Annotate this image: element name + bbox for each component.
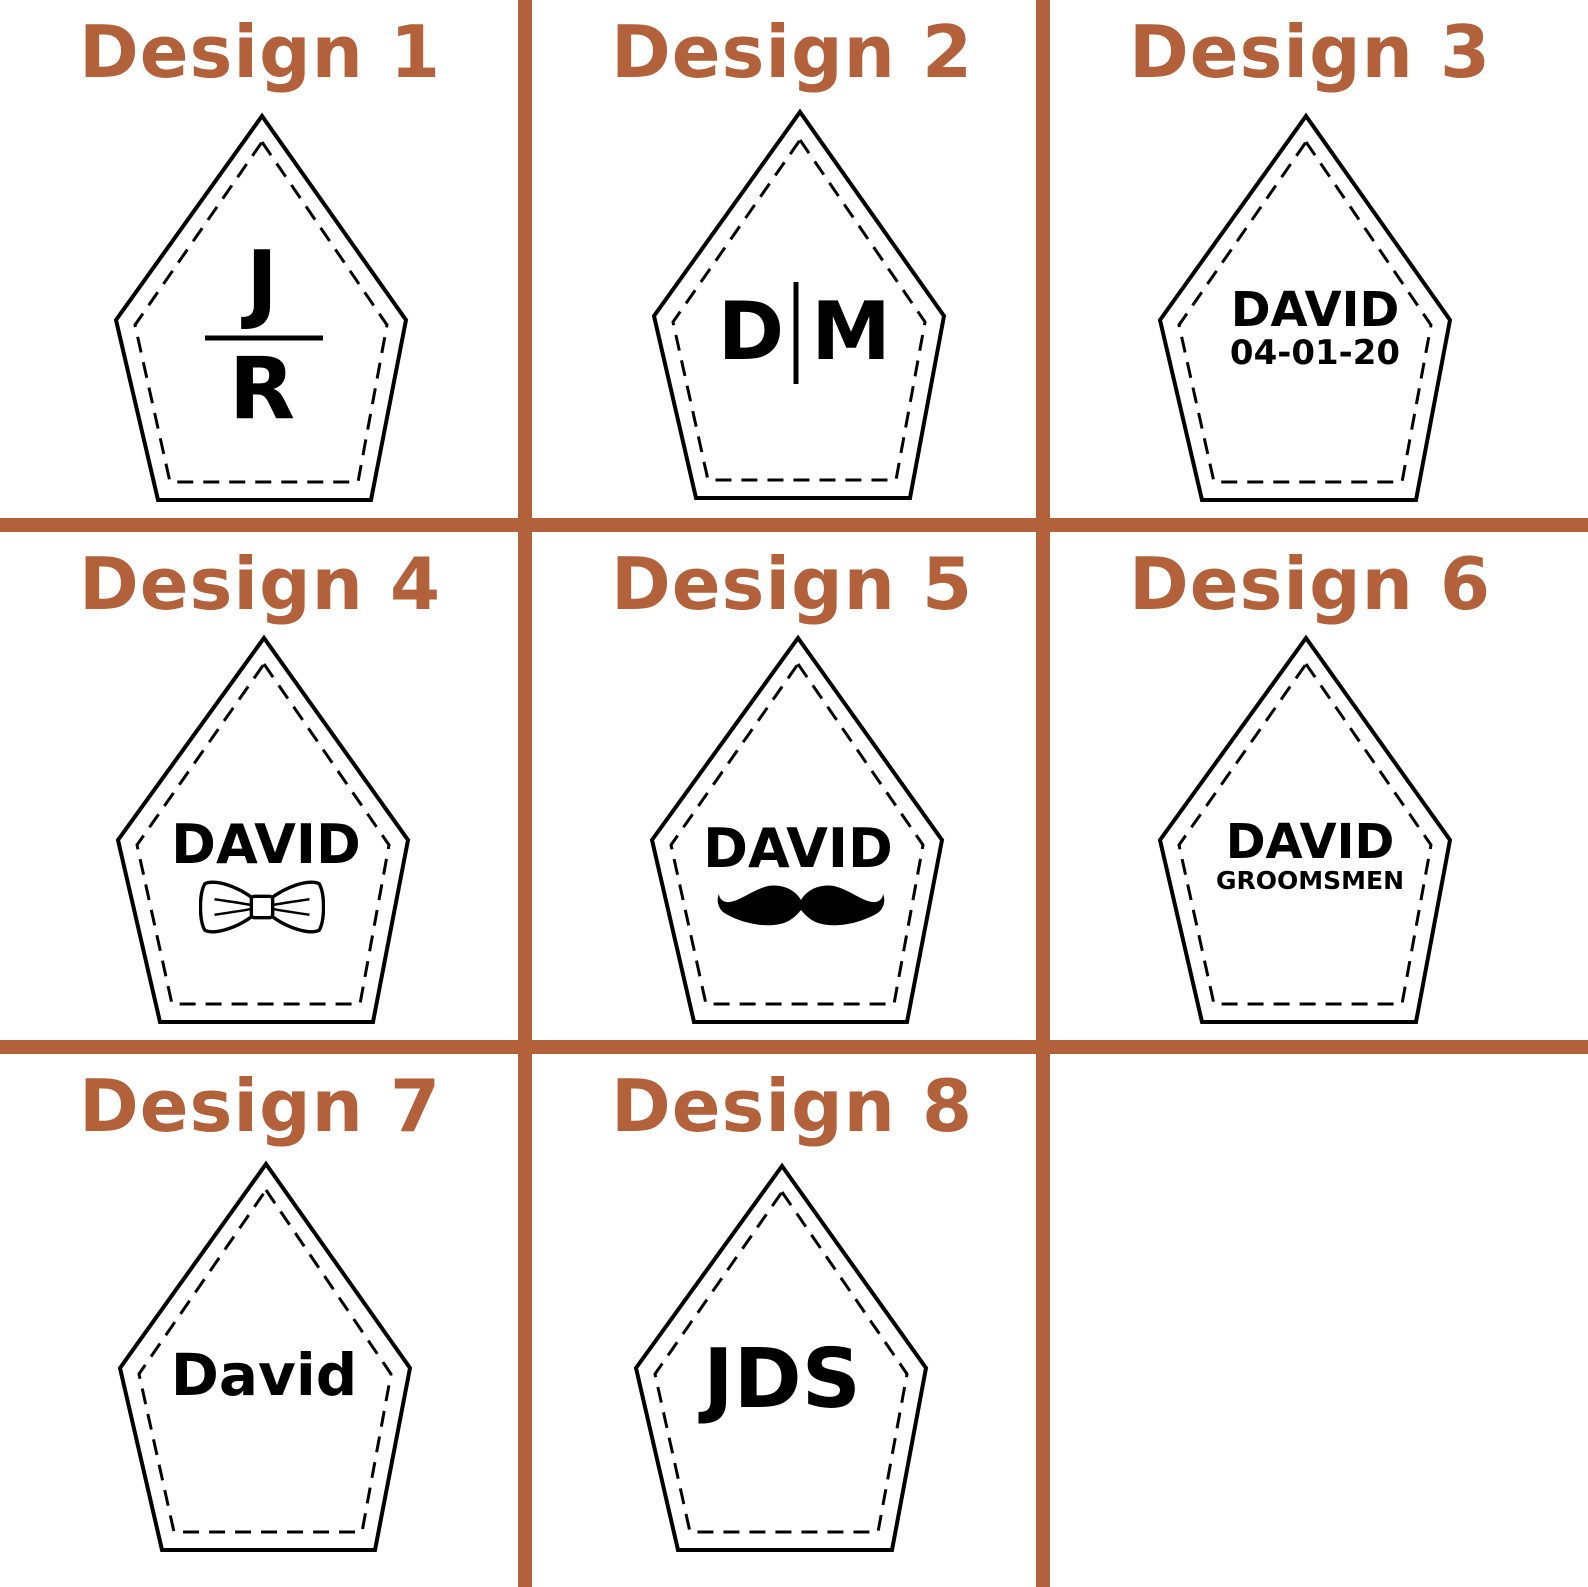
monogram-left-letter: D (717, 285, 785, 378)
design-cell-7[interactable]: Design 7 David (0, 1054, 520, 1574)
design-cell-6[interactable]: Design 6 DAVID GROOMSMEN (1050, 532, 1570, 1052)
grid-divider-horizontal-1 (0, 518, 1588, 532)
pentagon-badge-icon (651, 108, 947, 500)
date-text: 04-01-20 (1229, 333, 1401, 373)
empty-cell (1050, 1054, 1570, 1574)
design-title: Design 7 (78, 1064, 442, 1148)
design-title: Design 4 (78, 542, 442, 626)
mustache-icon (717, 885, 885, 926)
design-title: Design 6 (1128, 542, 1492, 626)
monogram-right-letter: M (811, 285, 891, 378)
design-cell-4[interactable]: Design 4 DAVID (0, 532, 520, 1052)
design-cell-1[interactable]: Design 1 J R (0, 0, 520, 520)
design-cell-5[interactable]: Design 5 DAVID (532, 532, 1052, 1052)
design-title: Design 5 (610, 542, 974, 626)
pentagon-badge-icon (1157, 634, 1453, 1024)
name-text: DAVID (703, 817, 893, 880)
design-title: Design 2 (610, 10, 974, 94)
pentagon-badge-icon (113, 112, 409, 502)
pentagon-badge-icon (649, 634, 945, 1024)
pentagon-badge-icon (633, 1162, 929, 1552)
name-text: DAVID (1225, 814, 1395, 870)
grid-divider-vertical-1 (518, 0, 532, 1587)
design-title: Design 8 (610, 1064, 974, 1148)
name-text: David (170, 1341, 358, 1409)
design-title: Design 3 (1128, 10, 1492, 94)
design-cell-3[interactable]: Design 3 DAVID 04-01-20 (1050, 0, 1570, 520)
design-title: Design 1 (78, 10, 442, 94)
name-text: DAVID (1230, 282, 1400, 338)
monogram-bottom-letter: R (228, 339, 296, 439)
design-cell-2[interactable]: Design 2 D M (532, 0, 1052, 520)
pentagon-badge-icon (1157, 112, 1453, 502)
pentagon-badge-icon (115, 634, 411, 1024)
design-cell-8[interactable]: Design 8 JDS (532, 1054, 1052, 1574)
monogram-top-letter: J (246, 233, 278, 333)
bow-tie-icon (199, 880, 325, 934)
subtitle-text: GROOMSMEN (1215, 866, 1405, 895)
name-text: JDS (703, 1332, 861, 1427)
grid-divider-horizontal-2 (0, 1040, 1588, 1054)
pentagon-badge-icon (117, 1160, 413, 1552)
grid-divider-vertical-2 (1036, 0, 1050, 1587)
name-text: DAVID (171, 813, 361, 876)
